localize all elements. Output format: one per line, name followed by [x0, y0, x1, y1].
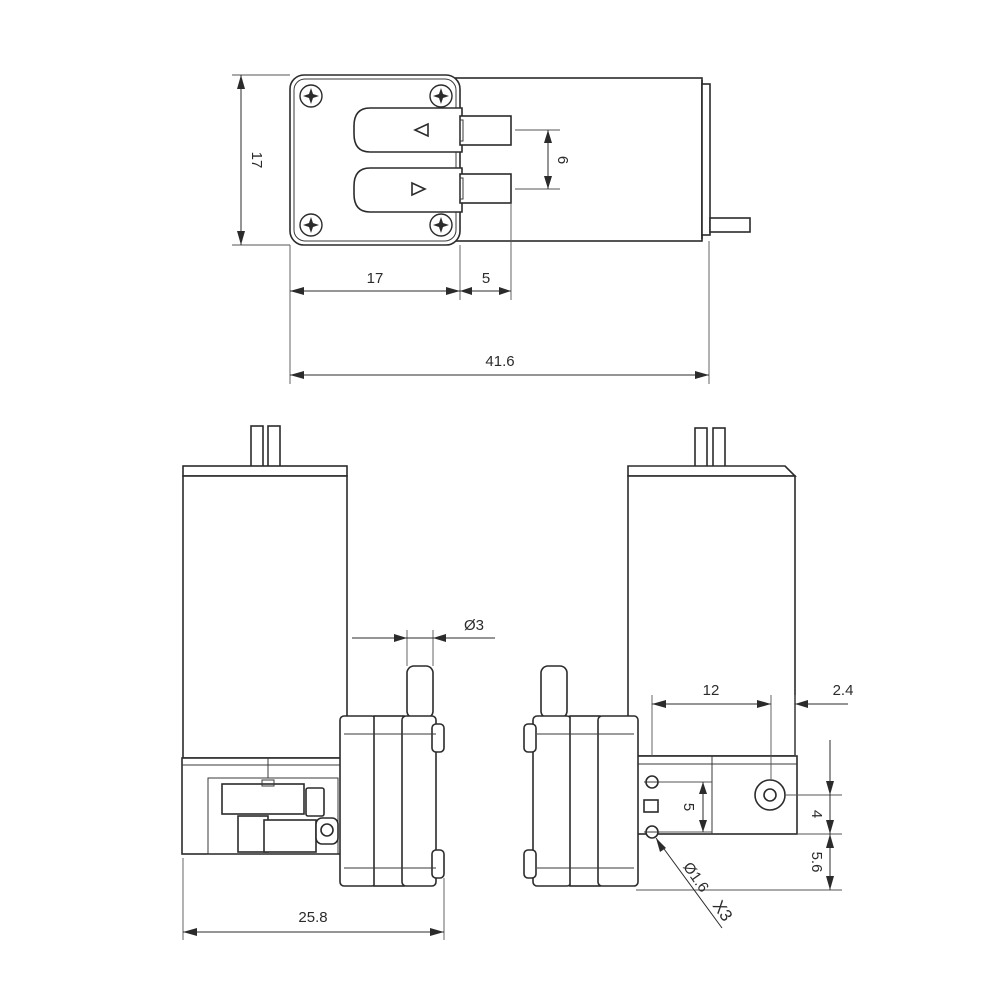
port-nozzle-upper	[459, 115, 512, 146]
bottom-height-label: 5.6	[808, 852, 825, 873]
front-view: Ø3 25.8	[181, 425, 495, 940]
top-view: 6 17 17 5 41.6	[232, 74, 751, 384]
hole-spacing-label: 5	[680, 803, 697, 811]
motor-shaft	[709, 217, 751, 233]
head-width-label: 17	[367, 270, 384, 287]
total-length-label: 41.6	[485, 353, 514, 370]
valve-chamber-lower	[353, 167, 463, 213]
port-spacing-label: 6	[554, 156, 571, 164]
width-12-label: 12	[703, 682, 720, 699]
port-diameter-label: Ø3	[464, 617, 484, 634]
motor-body-side	[627, 475, 796, 757]
flow-direction-out-icon	[411, 181, 427, 197]
motor-body-front	[182, 475, 348, 759]
height-dimension-label: 17	[248, 152, 265, 169]
port-nozzle-lower	[459, 173, 512, 204]
hole-count-label: X3	[709, 897, 736, 925]
screw-icon	[299, 84, 323, 108]
port-length-label: 5	[482, 270, 490, 287]
depth-dimension-label: 25.8	[298, 909, 327, 926]
mounting-slot	[643, 799, 659, 813]
motor-end-cap	[701, 83, 711, 236]
motor-body	[454, 77, 703, 242]
hole-height-label: 4	[808, 810, 825, 818]
offset-label: 2.4	[833, 682, 854, 699]
screw-icon	[299, 213, 323, 237]
valve-chamber-upper	[353, 107, 463, 153]
side-view: 12 2.4 5 4 5.6 Ø1.6 X3	[523, 427, 854, 929]
flow-direction-in-icon	[413, 122, 429, 138]
screw-icon	[429, 213, 453, 237]
screw-icon	[429, 84, 453, 108]
